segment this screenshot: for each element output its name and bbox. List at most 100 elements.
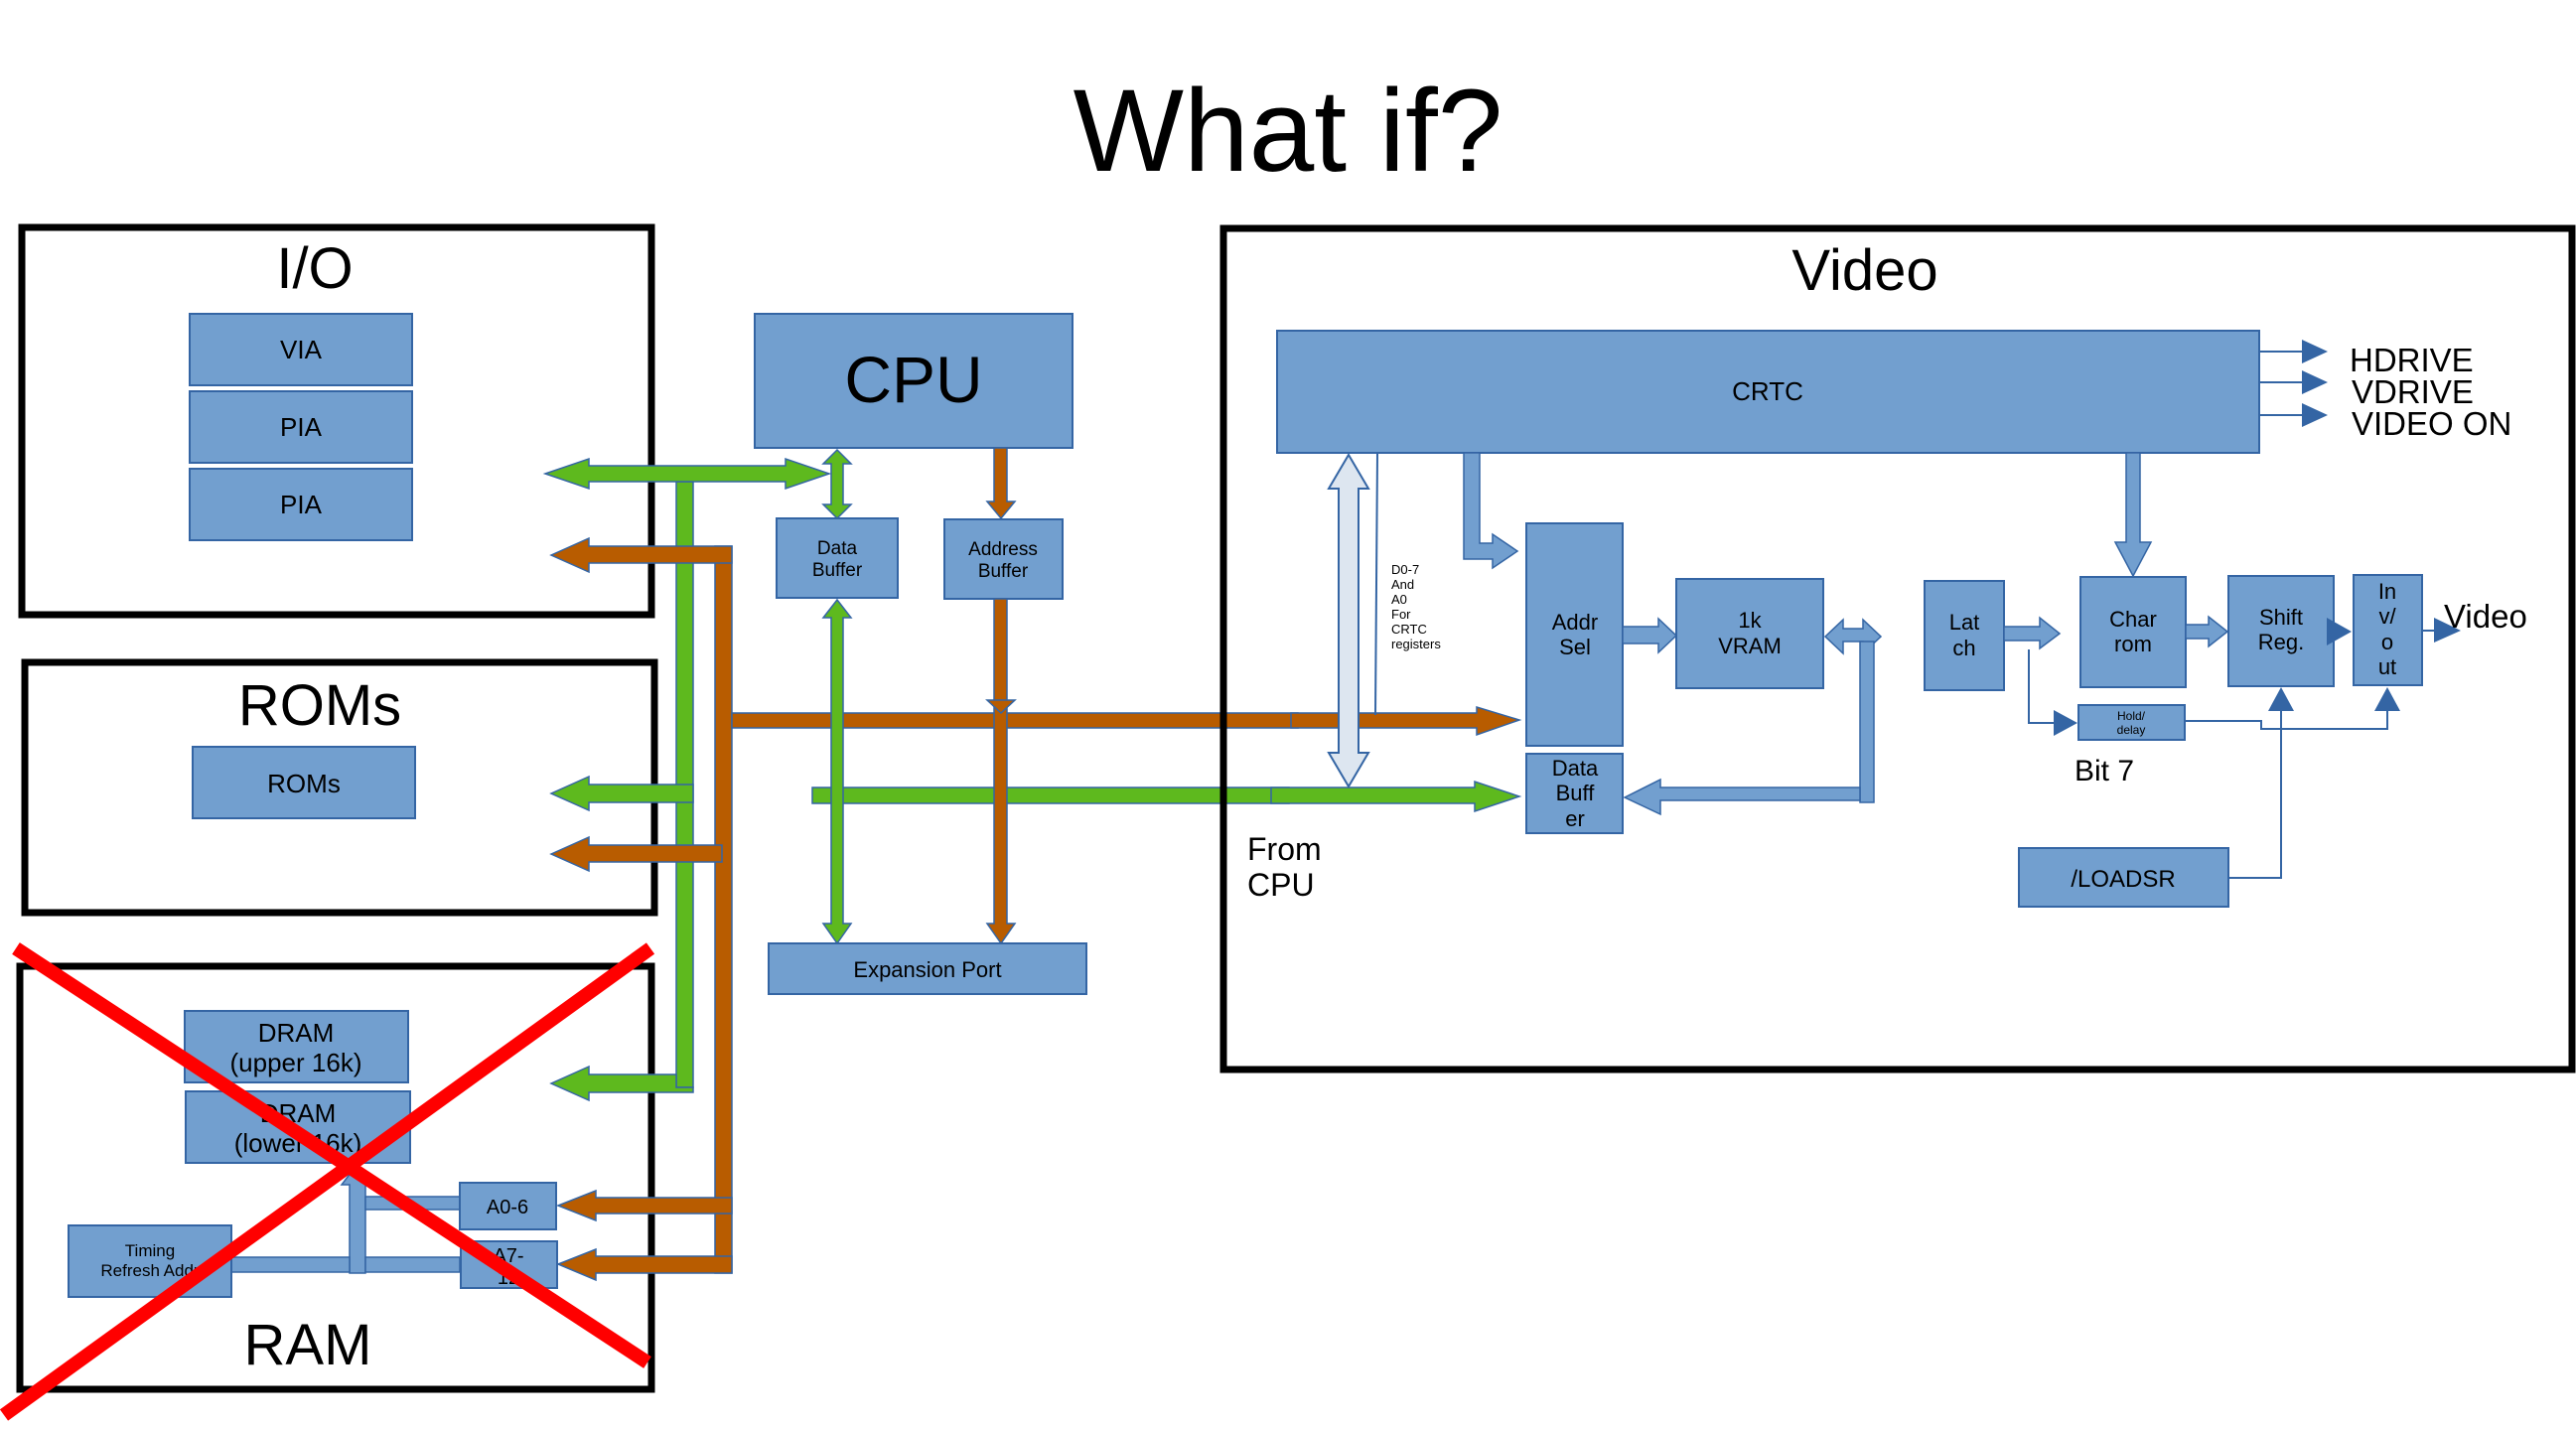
crtc-register-bus-line	[1374, 452, 1378, 716]
video-data-buffer[interactable]: Data Buff er	[1525, 753, 1624, 834]
address-bus-a0-6-arrow[interactable]	[555, 1189, 733, 1222]
cpu-block[interactable]: CPU	[754, 313, 1073, 449]
loadsr[interactable]: /LOADSR	[2018, 847, 2229, 908]
data-bus-io-arrow[interactable]	[542, 457, 832, 491]
ram-label: RAM	[244, 1313, 372, 1377]
addr-sel-line2: Sel	[1559, 635, 1591, 659]
address-buffer[interactable]: Address Buffer	[943, 518, 1064, 600]
data-bus-video-arrow[interactable]	[1270, 780, 1522, 813]
vram-data-tap	[1859, 641, 1875, 803]
data-bus-roms-arrow[interactable]	[549, 775, 694, 812]
crtc-bus-note: D0-7 And A0 For CRTC registers	[1391, 562, 1441, 651]
page-title: What if?	[1073, 66, 1503, 197]
video-out-label: Video	[2444, 598, 2527, 635]
shift-reg-out-arrow-icon	[2327, 618, 2352, 645]
expansion-port-label: Expansion Port	[853, 957, 1001, 982]
video-out-arrow-icon	[2434, 618, 2461, 643]
chip-via[interactable]: VIA	[189, 313, 413, 386]
video-data-buffer-line3: er	[1565, 806, 1585, 831]
crtc[interactable]: CRTC	[1276, 330, 2260, 454]
bit7-arrow-icon	[2054, 710, 2077, 736]
inv-out-line4: ut	[2378, 654, 2396, 679]
address-bus-video-arrow[interactable]	[1290, 705, 1522, 737]
dram-upper-line1: DRAM	[258, 1018, 335, 1048]
vdrive-arrow-icon	[2302, 370, 2328, 394]
data-bus-ram-arrow[interactable]	[549, 1065, 694, 1102]
addr-sel-vram-arrow	[1622, 617, 1678, 654]
video-section: Video CRTC HDRIVE VDRIVE VIDEO ON D0-7 A…	[1219, 224, 2576, 1073]
chip-pia-1-label: PIA	[280, 412, 323, 442]
loadsr-to-shift-line	[2228, 709, 2282, 879]
latch-line1: Lat	[1949, 610, 1980, 635]
inv-out-line3: o	[2381, 630, 2393, 654]
addr-sel[interactable]: Addr Sel	[1525, 522, 1624, 747]
ram-section: DRAM (upper 16k) DRAM (lower 16k) Timing…	[16, 962, 655, 1393]
chip-pia-2[interactable]: PIA	[189, 468, 413, 541]
data-bus-horizontal	[811, 786, 1290, 804]
chip-dram-upper[interactable]: DRAM (upper 16k)	[184, 1010, 409, 1083]
hdrive-arrow-icon	[2302, 340, 2328, 363]
vram-line1: 1k	[1738, 608, 1762, 633]
io-frame	[18, 223, 655, 619]
loadsr-label: /LOADSR	[2071, 866, 2175, 893]
chip-roms[interactable]: ROMs	[192, 746, 416, 819]
svg-text:CRTC: CRTC	[1391, 622, 1427, 637]
dram-upper-line2: (upper 16k)	[230, 1048, 362, 1077]
address-bus-roms-arrow[interactable]	[549, 835, 723, 873]
address-bus-vertical	[714, 545, 733, 1274]
vram-data-buffer-arrow	[1623, 778, 1861, 816]
inv-control-arrow-icon	[2374, 687, 2400, 711]
svg-text:registers: registers	[1391, 637, 1441, 651]
chip-a0-6[interactable]: A0-6	[459, 1182, 557, 1230]
hold-delay[interactable]: Hold/ delay	[2077, 704, 2186, 741]
a0-6-label: A0-6	[487, 1197, 528, 1218]
inv-out-line1: In	[2378, 579, 2396, 604]
crtc-char-rom-arrow	[2113, 452, 2153, 578]
latch-char-rom-arrow	[2003, 616, 2062, 650]
bit7-line	[2028, 649, 2054, 724]
char-rom-line2: rom	[2114, 632, 2152, 656]
addr-sel-line1: Addr	[1552, 610, 1598, 635]
video-frame	[1219, 224, 2576, 1073]
ram-frame	[16, 962, 655, 1393]
bit7-label: Bit 7	[2075, 755, 2134, 787]
shift-register[interactable]: Shift Reg.	[2227, 575, 2335, 687]
shift-load-arrow-icon	[2268, 687, 2294, 711]
address-bus-io-arrow[interactable]	[549, 536, 733, 574]
cpu-label: CPU	[844, 343, 982, 416]
vram-line2: VRAM	[1718, 634, 1782, 658]
cpu-data-buffer-arrow	[821, 448, 853, 520]
address-buffer-line1: Address	[968, 539, 1038, 560]
ram-refresh-bus-right	[364, 1256, 461, 1273]
hold-delay-line1: Hold/	[2117, 709, 2146, 723]
crtc-register-bus[interactable]	[1327, 453, 1370, 788]
timing-line2: Refresh Addr	[100, 1261, 200, 1280]
io-label: I/O	[276, 236, 353, 301]
data-buffer-line1: Data	[817, 538, 858, 559]
io-section: I/O VIA PIA PIA	[18, 223, 655, 619]
roms-label: ROMs	[238, 673, 401, 738]
char-rom[interactable]: Char rom	[2079, 576, 2187, 688]
latch[interactable]: Lat ch	[1924, 580, 2005, 691]
inverter-out[interactable]: In v/ o ut	[2353, 574, 2423, 686]
crtc-addr-sel-arrow	[1463, 452, 1519, 570]
data-buffer[interactable]: Data Buffer	[776, 517, 899, 599]
vram[interactable]: 1k VRAM	[1675, 578, 1824, 689]
svg-text:For: For	[1391, 607, 1411, 622]
address-buffer-junction-arrow	[985, 699, 1017, 715]
hdrive-label: HDRIVE	[2350, 342, 2474, 378]
chip-timing-refresh[interactable]: Timing Refresh Addr	[68, 1224, 232, 1298]
video-on-label: VIDEO ON	[2352, 405, 2511, 442]
chip-pia-1[interactable]: PIA	[189, 390, 413, 464]
address-buffer-line2: Buffer	[978, 561, 1029, 582]
from-cpu-line2: CPU	[1247, 867, 1315, 903]
char-rom-shift-reg-arrow	[2185, 615, 2229, 648]
address-bus-a7-12-arrow[interactable]	[556, 1247, 733, 1282]
vdrive-label: VDRIVE	[2352, 373, 2474, 410]
expansion-port[interactable]: Expansion Port	[768, 942, 1087, 995]
chip-via-label: VIA	[280, 335, 323, 364]
video-data-buffer-line2: Buff	[1556, 781, 1596, 805]
inv-out-line2: v/	[2378, 604, 2396, 629]
svg-text:D0-7: D0-7	[1391, 562, 1419, 577]
